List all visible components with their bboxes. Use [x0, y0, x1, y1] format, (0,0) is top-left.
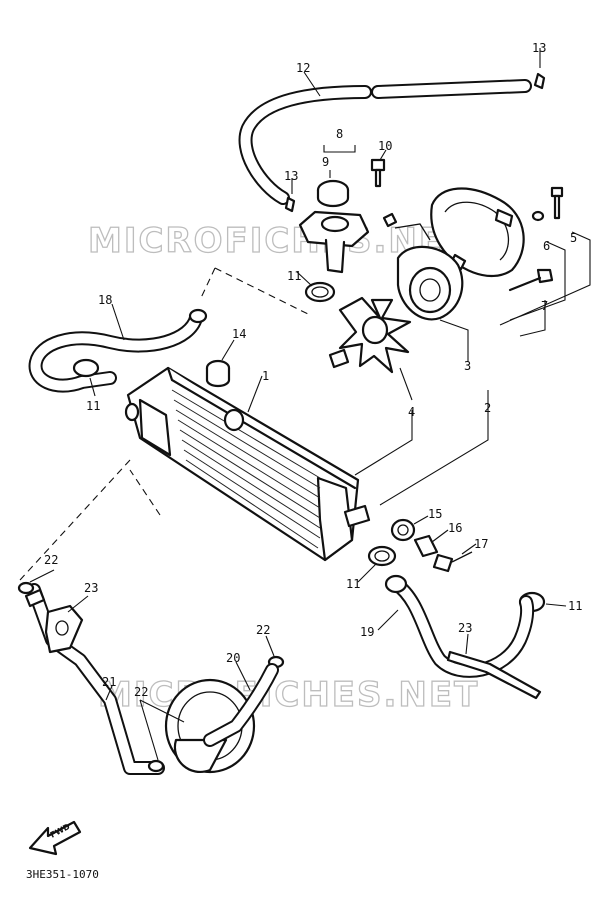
callout-23-right: 23 [458, 621, 472, 635]
cooling-fan [328, 296, 412, 374]
hose-clamp-middle [367, 545, 397, 567]
callout-1: 1 [262, 369, 269, 383]
callout-22-bottom: 22 [134, 685, 148, 699]
radiator-cap [205, 359, 231, 388]
part-code: 3HE351-1070 [26, 868, 99, 881]
shroud-bolt [550, 186, 564, 220]
callout-19: 19 [360, 625, 374, 639]
callout-3: 3 [464, 359, 471, 373]
callouts: 1 2 3 4 5 6 7 8 9 10 11 11 11 11 12 13 1… [44, 41, 582, 699]
callout-7: 7 [541, 299, 548, 313]
radiator-bolt [432, 551, 473, 573]
leader-lines [29, 48, 591, 761]
fan-shroud [430, 187, 525, 278]
callout-20: 20 [226, 651, 240, 665]
shroud-nut [508, 268, 554, 292]
pipe-bracket-right [446, 650, 542, 700]
filler-neck-assembly [298, 179, 370, 274]
callout-2: 2 [484, 401, 491, 415]
forward-arrow-icon: FWD [28, 820, 82, 856]
callout-22-left: 22 [44, 553, 58, 567]
callout-5: 5 [570, 231, 577, 245]
callout-10: 10 [378, 139, 392, 153]
callout-11-right: 11 [568, 599, 582, 613]
hose-clamp-upper [304, 281, 336, 303]
fan-motor [382, 212, 464, 321]
callout-4: 4 [408, 405, 415, 419]
callout-21: 21 [102, 675, 116, 689]
radiator [124, 366, 371, 562]
callout-8: 8 [336, 127, 343, 141]
callout-11-left: 11 [86, 399, 100, 413]
callout-15: 15 [428, 507, 442, 521]
water-pump-hose [203, 663, 279, 747]
callout-23-left: 23 [84, 581, 98, 595]
radiator-hose-lower [384, 574, 535, 678]
callout-22-right: 22 [256, 623, 270, 637]
radiator-hose-upper [28, 308, 208, 393]
callout-13-lower: 13 [284, 169, 298, 183]
shroud-washer [531, 210, 545, 222]
callout-17: 17 [474, 537, 488, 551]
callout-12: 12 [296, 61, 310, 75]
filler-neck-bolt [370, 158, 386, 188]
callout-6: 6 [543, 239, 550, 253]
callout-14: 14 [232, 327, 246, 341]
callout-16: 16 [448, 521, 462, 535]
dashed-guides [19, 267, 311, 581]
water-pump [164, 678, 256, 774]
pipe-bracket-left [44, 604, 84, 654]
grommet [390, 518, 416, 542]
pipe-clamp-upper-left [17, 581, 35, 595]
hose-clip-upper [533, 72, 546, 90]
watermark-bottom: MICROFICHES.NET [98, 675, 479, 715]
overflow-hose [238, 79, 532, 205]
callout-18: 18 [98, 293, 112, 307]
hose-clip-lower [284, 196, 296, 213]
callout-11-upper: 11 [287, 269, 301, 283]
pipe-clamp-lower [147, 759, 165, 773]
callout-9: 9 [322, 155, 329, 169]
callout-13-upper: 13 [532, 41, 546, 55]
collar [413, 534, 439, 558]
callout-11-middle: 11 [346, 577, 360, 591]
